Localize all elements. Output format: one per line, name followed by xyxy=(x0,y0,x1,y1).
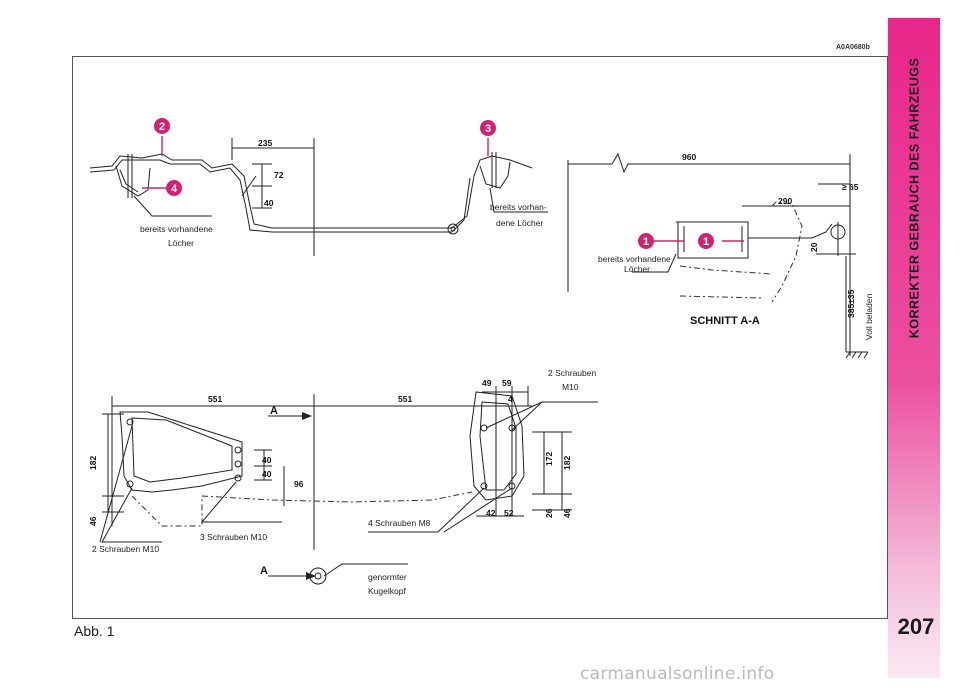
label-holes-left-2: Löcher xyxy=(168,238,194,248)
dim-960: 960 xyxy=(682,152,696,162)
callout-2-label: 2 xyxy=(159,121,165,133)
dim-182-right: 182 xyxy=(562,456,572,470)
dim-59: 59 xyxy=(502,378,512,388)
dim-182-left: 182 xyxy=(88,456,98,470)
section-a-a-view xyxy=(567,152,869,359)
label-ball-1: genormter xyxy=(368,572,407,582)
dim-46-right: 46 xyxy=(562,508,572,518)
dim-52: 52 xyxy=(504,508,514,518)
dim-551-left: 551 xyxy=(208,394,222,404)
label-holes-section-2: Löcher xyxy=(624,264,650,274)
figure-code: A0A0680b xyxy=(836,44,870,51)
label-holes-right-2: dene Löcher xyxy=(496,218,543,228)
dim-235: 235 xyxy=(258,138,272,148)
section-title: SCHNITT A-A xyxy=(690,315,760,327)
towbar-side-view xyxy=(89,136,548,256)
dim-26: 26 xyxy=(544,508,554,518)
callout-3: 3 xyxy=(480,120,496,136)
chapter-tab xyxy=(888,18,940,678)
section-mark-a-top: A xyxy=(270,405,278,417)
chapter-title: KORREKTER GEBRAUCH DES FAHRZEUGS xyxy=(888,18,940,378)
dim-40-a: 40 xyxy=(262,455,272,465)
dim-96: 96 xyxy=(294,479,304,489)
dim-46-left: 46 xyxy=(88,516,98,526)
callout-4-label: 4 xyxy=(171,183,178,195)
dim-172: 172 xyxy=(544,452,554,466)
callout-4: 4 xyxy=(166,180,182,196)
dim-290: 290 xyxy=(778,196,792,206)
label-screws-m10-top-1: 2 Schrauben xyxy=(548,368,596,378)
callout-1-right: 1 xyxy=(698,233,714,249)
label-holes-left-1: bereits vorhandene xyxy=(140,224,213,234)
figure-caption: Abb. 1 xyxy=(74,623,115,639)
dim-40-b: 40 xyxy=(262,469,272,479)
label-screws-3-m10: 3 Schrauben M10 xyxy=(200,532,267,542)
dim-4: 4 xyxy=(508,394,513,404)
callout-2: 2 xyxy=(154,118,170,134)
dim-385: 385±35 xyxy=(846,289,856,318)
towbar-plan-view xyxy=(99,386,598,585)
label-screws-2-m10: 2 Schrauben M10 xyxy=(92,544,159,554)
dim-72: 72 xyxy=(274,170,284,180)
dim-49: 49 xyxy=(482,378,492,388)
figure-frame xyxy=(72,56,888,619)
dim-20: 20 xyxy=(809,242,819,252)
dim-40-top: 40 xyxy=(264,198,274,208)
callout-1-right-label: 1 xyxy=(703,236,709,248)
section-mark-a-bottom: A xyxy=(260,565,268,577)
callout-3-label: 3 xyxy=(485,123,491,135)
label-holes-section-1: bereits vorhandene xyxy=(598,254,671,264)
technical-drawing: 2 4 3 235 72 40 bereits vorhandene Löche… xyxy=(88,118,874,596)
label-screws-m10-top-2: M10 xyxy=(562,382,579,392)
label-screws-m8: 4 Schrauben M8 xyxy=(368,518,431,528)
dim-551-right: 551 xyxy=(398,394,412,404)
dim-42: 42 xyxy=(486,508,496,518)
chapter-title-text: KORREKTER GEBRAUCH DES FAHRZEUGS xyxy=(907,57,922,339)
label-holes-right-1: bereits vorhan- xyxy=(490,202,547,212)
callout-1-left: 1 xyxy=(638,233,654,249)
dim-min-65: ≥ 65 xyxy=(842,182,859,192)
page-number: 207 xyxy=(897,614,935,639)
label-voll-beladen: Voll beladen xyxy=(864,293,874,340)
watermark: carmanualsonline.info xyxy=(580,664,775,684)
label-ball-2: Kugelkopf xyxy=(368,586,406,596)
callout-1-left-label: 1 xyxy=(643,236,649,248)
